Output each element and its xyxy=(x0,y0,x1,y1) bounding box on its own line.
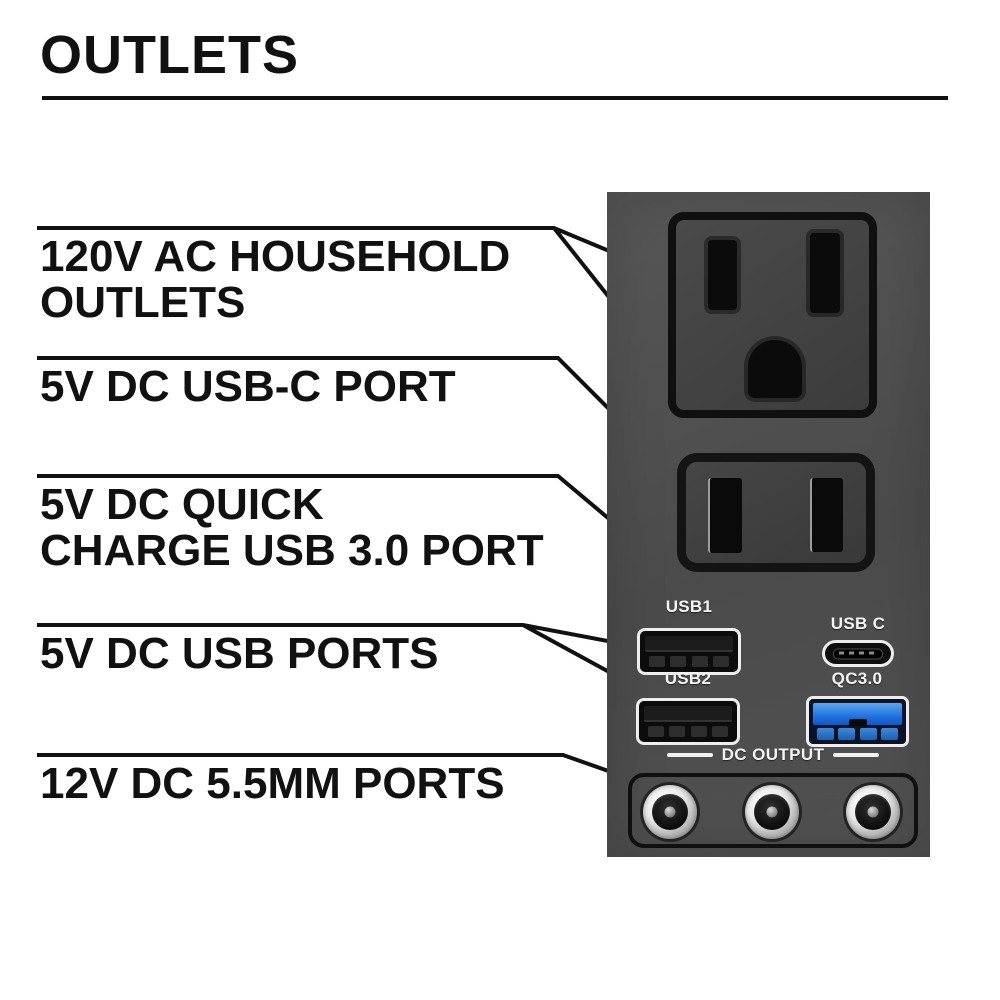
power-panel: USB1 USB C USB2 QC3.0 DC OUTPUT xyxy=(607,192,930,857)
callout-text-line: OUTLETS xyxy=(40,278,246,327)
usbc-port xyxy=(822,640,894,667)
dc-output-box xyxy=(628,773,918,848)
usb1-label: USB1 xyxy=(665,597,713,616)
callout-label-quick-charge: 5V DC QUICK CHARGE USB 3.0 PORT xyxy=(40,482,640,574)
callout-label-usb-c: 5V DC USB-C PORT xyxy=(40,364,640,410)
dc-barrel-jack-3 xyxy=(846,785,900,839)
callout-text-line: 12V DC 5.5MM PORTS xyxy=(40,759,505,808)
usb2-port xyxy=(636,698,740,745)
dc-barrel-jack-1 xyxy=(643,785,697,839)
callout-text-line: 5V DC QUICK xyxy=(40,480,324,529)
usbc-slot xyxy=(833,648,883,659)
ac-slot-hot xyxy=(708,240,737,310)
callout-label-dc-ports: 12V DC 5.5MM PORTS xyxy=(40,761,640,807)
usb-a-tongue xyxy=(644,706,732,722)
dc-dash-left xyxy=(666,753,713,757)
callout-text-line: 5V DC USB PORTS xyxy=(40,629,439,678)
usb-a-tongue xyxy=(645,636,733,652)
ac-slot-neutral xyxy=(810,233,840,313)
qc3-blue-tongue xyxy=(813,703,902,726)
qc3-pins xyxy=(817,728,898,740)
title-underline xyxy=(42,96,948,100)
callout-text-line: 5V DC USB-C PORT xyxy=(40,362,456,411)
usb-a-pins xyxy=(649,656,729,667)
qc3-notch xyxy=(848,719,867,726)
usb2-label: USB2 xyxy=(664,669,712,688)
dc-dash-right xyxy=(833,753,880,757)
page-title: OUTLETS xyxy=(40,25,299,85)
callout-label-ac-outlets: 120V AC HOUSEHOLD OUTLETS xyxy=(40,234,640,326)
usb-a-pins xyxy=(648,726,728,737)
dc-output-header: DC OUTPUT xyxy=(628,744,918,766)
usbc-label: USB C xyxy=(830,614,886,633)
ac-slot-right xyxy=(810,478,843,552)
callout-label-usb-ports: 5V DC USB PORTS xyxy=(40,631,640,677)
callout-text-line: CHARGE USB 3.0 PORT xyxy=(40,526,544,575)
ac-slot-left xyxy=(708,478,742,553)
ac-ground-hole xyxy=(748,340,802,398)
ac-outlet-bottom xyxy=(677,453,875,572)
ac-outlet-top xyxy=(668,212,877,418)
qc-label: QC3.0 xyxy=(831,669,883,688)
qc3-port xyxy=(806,696,909,747)
dc-barrel-jack-2 xyxy=(745,785,799,839)
callout-text-line: 120V AC HOUSEHOLD xyxy=(40,232,511,281)
dc-output-label: DC OUTPUT xyxy=(721,745,825,764)
usb1-port xyxy=(637,628,741,675)
